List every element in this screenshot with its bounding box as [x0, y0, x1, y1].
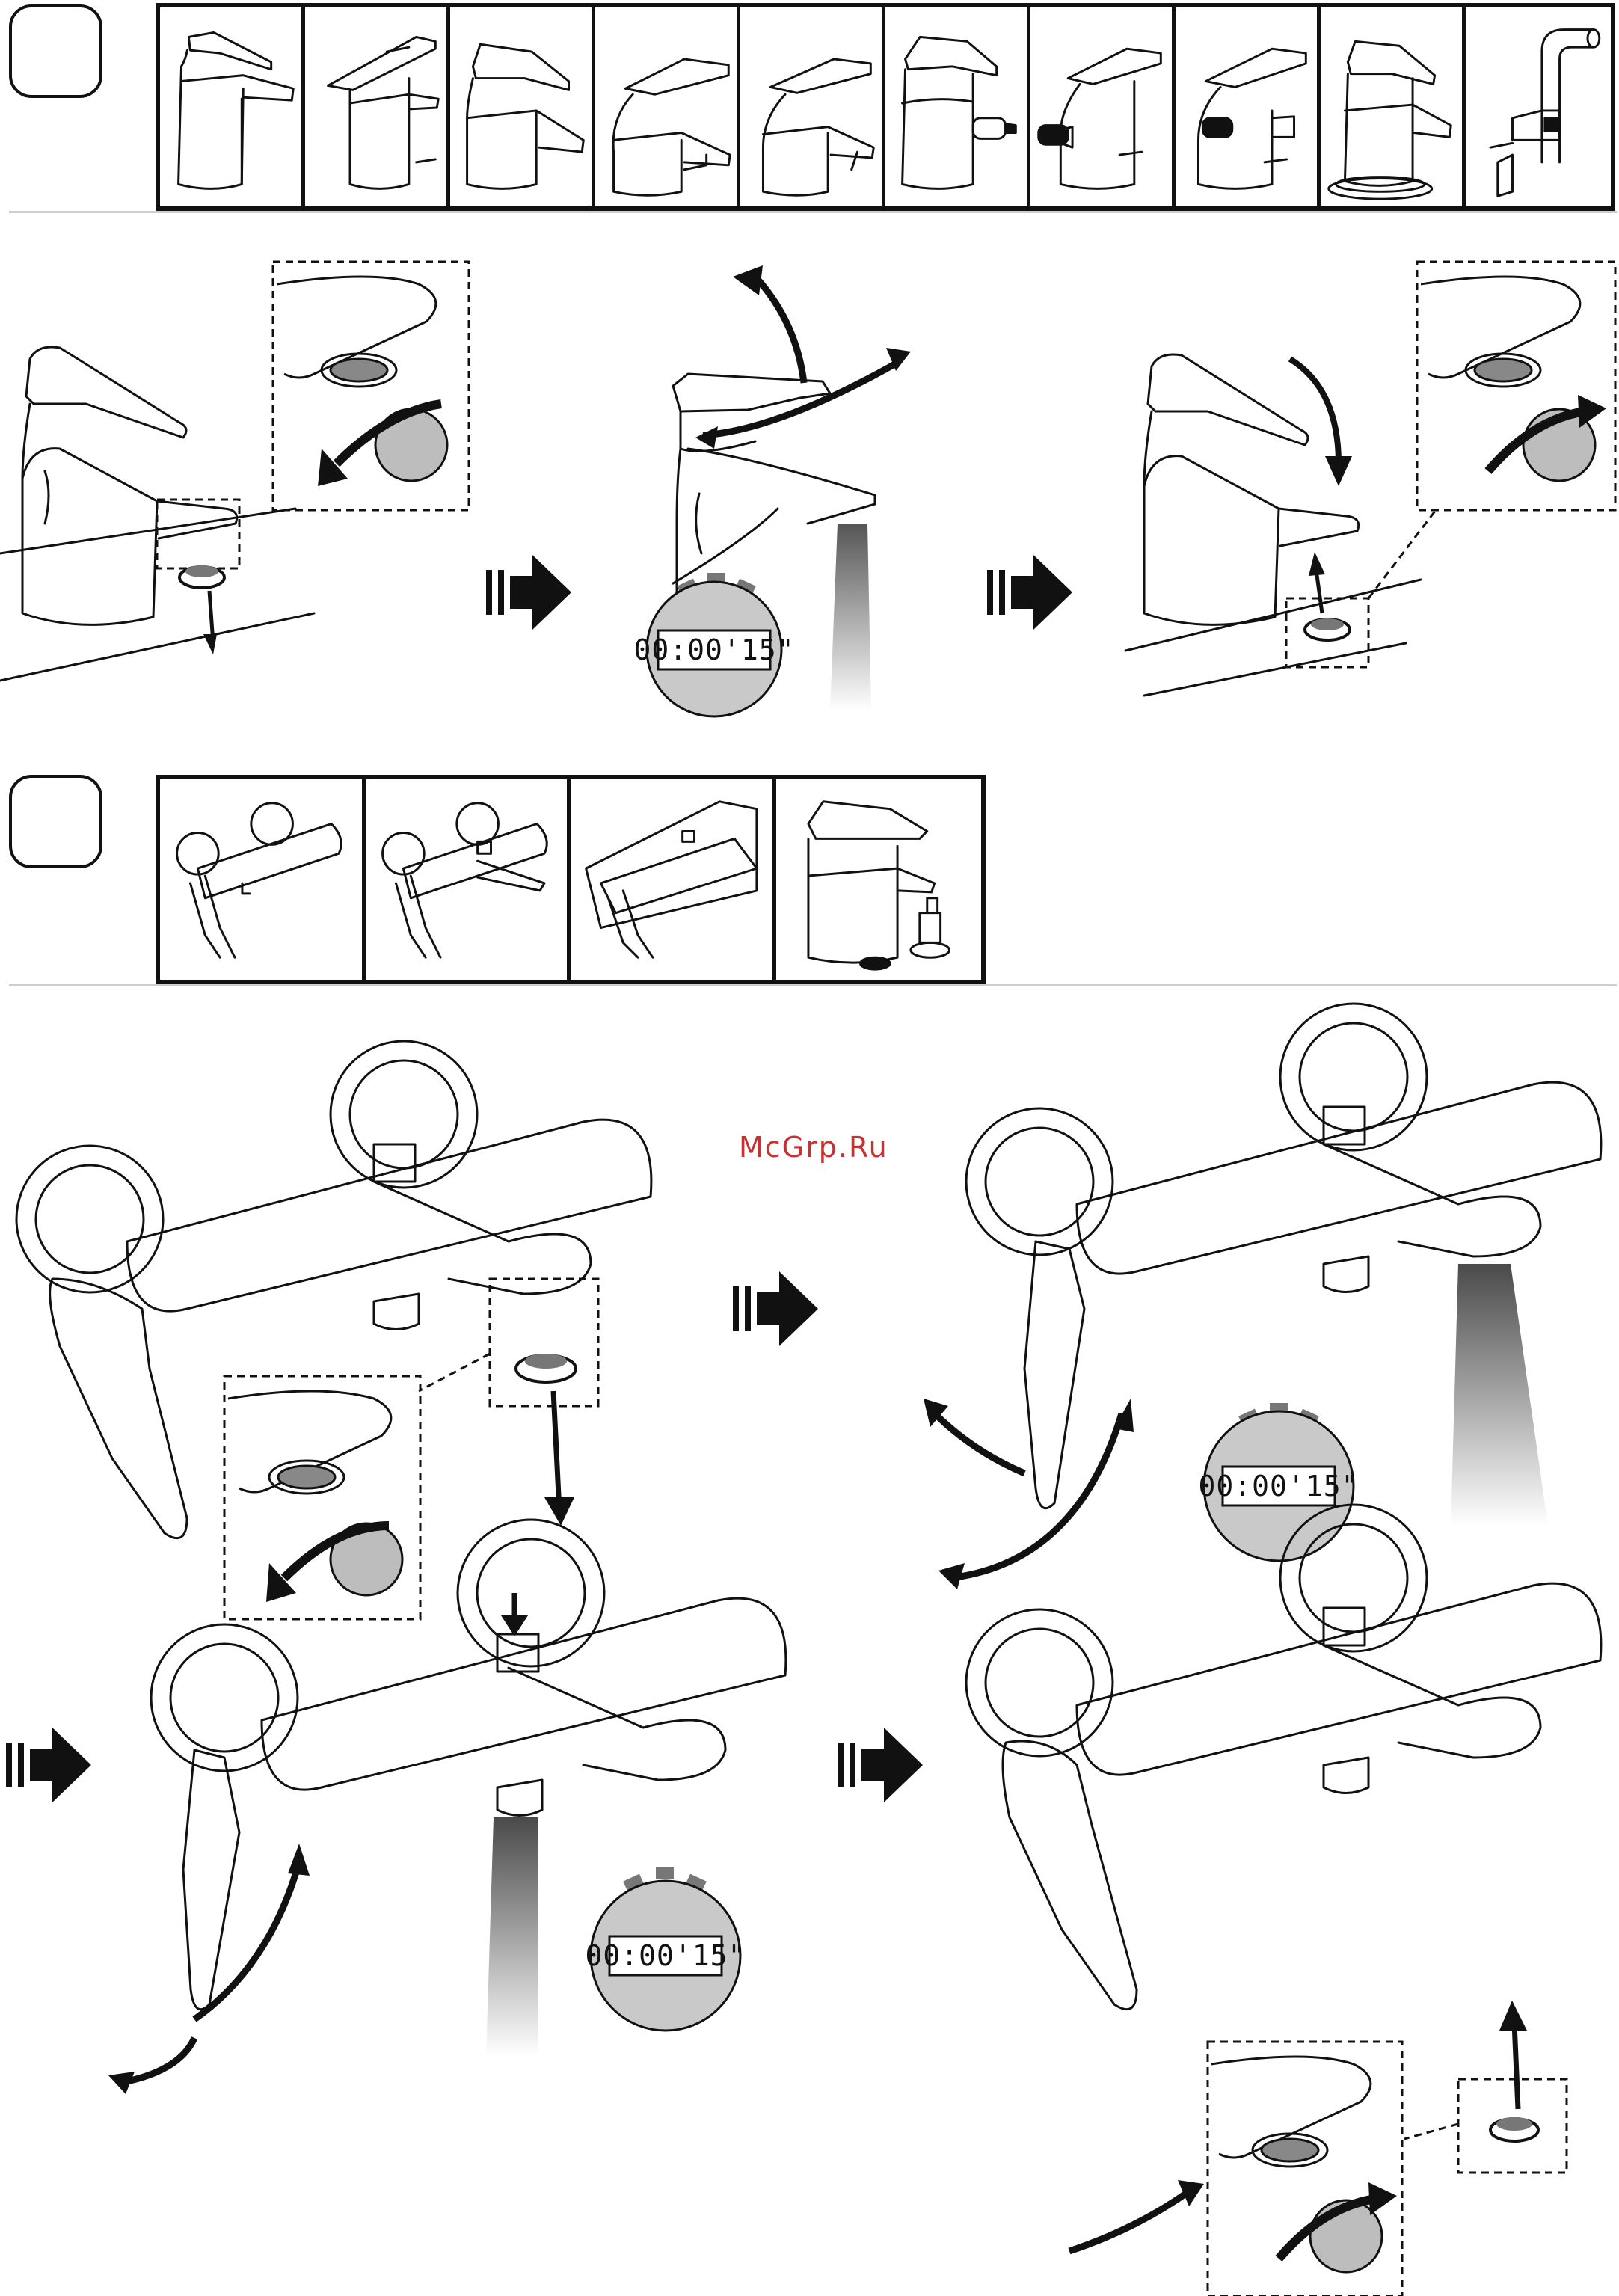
section-2-divider	[9, 984, 1617, 986]
bidet-mixer-pop-up-b-icon	[1176, 7, 1317, 206]
watermark-text: McGrp.Ru	[739, 1131, 888, 1164]
bath-mixer-exposed-icon	[366, 779, 568, 980]
variant-shower-mixer-exposed	[160, 779, 366, 980]
variant-bidet-mixer-pop-up-b	[1176, 7, 1321, 206]
stopwatch-display-1: 00:00'15"	[634, 633, 795, 666]
basin-mixer-tall-pop-up-icon	[305, 7, 446, 206]
stopwatch-2: 00:00'15"	[1199, 1403, 1360, 1561]
aerator-detail-box-a	[490, 1279, 598, 1406]
variant-bidet-mixer	[885, 7, 1030, 206]
stopwatch-display-2: 00:00'15"	[1199, 1470, 1360, 1502]
variant-bath-mixer-exposed	[366, 779, 571, 980]
stopwatch-3: 00:00'15"	[586, 1867, 746, 2031]
section-1-divider	[9, 211, 1617, 213]
section-1-variant-strip	[156, 3, 1615, 211]
variant-basin-mixer-wide-pop-up	[595, 7, 740, 206]
variant-basin-mixer-tall-pop-up	[305, 7, 450, 206]
bidet-mixer-pop-up-a-icon	[1030, 7, 1172, 206]
variant-basin-mixer-base-ring	[1321, 7, 1466, 206]
section-1-steps: 00:00'15"	[0, 224, 1619, 748]
basin-mixer-base-ring-icon	[1321, 7, 1462, 206]
variant-basin-mixer-pop-up	[740, 7, 885, 206]
next-step-arrow-5	[838, 1728, 923, 1802]
basin-mixer-small-icon	[450, 7, 592, 206]
variant-bath-mixer-cover	[571, 779, 776, 980]
section-1-marker	[9, 4, 102, 98]
section-2-variant-strip	[156, 775, 986, 984]
variant-bath-rim-mixer	[776, 779, 981, 980]
next-step-arrow-4	[6, 1728, 91, 1802]
bath-rim-mixer-icon	[776, 779, 981, 980]
shower-mixer-exposed-icon	[160, 779, 362, 980]
stopwatch-1: 00:00'15"	[634, 573, 795, 716]
bath-mixer-cover-icon	[571, 779, 772, 980]
basin-mixer-swivel-spout-icon	[1466, 7, 1611, 206]
basin-mixer-wide-pop-up-icon	[595, 7, 737, 206]
aerator-icon-a	[516, 1354, 576, 1382]
next-step-arrow-2	[987, 555, 1072, 630]
basin-mixer-pop-up-icon	[740, 7, 882, 206]
aerator-icon-3	[1305, 618, 1350, 640]
variant-basin-mixer-swivel-spout	[1466, 7, 1611, 206]
aerator-icon-1	[179, 565, 224, 588]
bidet-mixer-icon	[885, 7, 1027, 206]
basin-mixer-tall-icon	[160, 7, 301, 206]
variant-basin-mixer-tall	[160, 7, 305, 206]
stopwatch-display-3: 00:00'15"	[586, 1939, 746, 1972]
aerator-icon-d	[1490, 2117, 1538, 2141]
next-step-arrow-3	[733, 1271, 818, 1346]
section-2-steps: 00:00'15" 00:00'15"	[0, 995, 1619, 2296]
section-2-marker	[9, 775, 102, 868]
variant-bidet-mixer-pop-up-a	[1030, 7, 1176, 206]
variant-basin-mixer-small	[450, 7, 595, 206]
next-step-arrow-1	[486, 555, 571, 630]
